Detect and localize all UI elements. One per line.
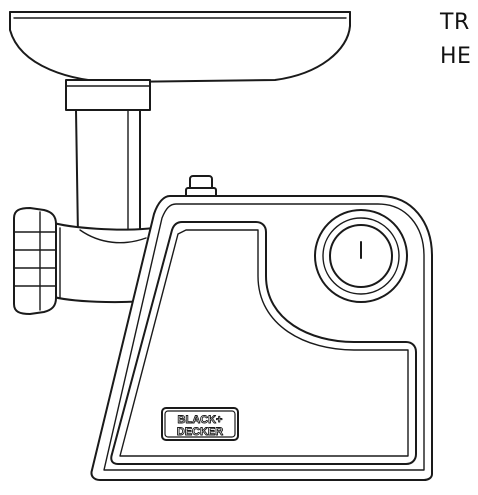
brand-logo: BLACK+ DECKER bbox=[161, 407, 239, 441]
cropped-side-text: TR HE bbox=[440, 6, 471, 74]
top-release-button bbox=[185, 175, 217, 199]
logo-text-top: BLACK+ bbox=[178, 414, 223, 426]
feed-tube bbox=[75, 109, 141, 245]
hopper-collar bbox=[65, 79, 151, 111]
locking-ring bbox=[13, 207, 57, 315]
front-panel bbox=[110, 221, 417, 465]
power-dial bbox=[314, 209, 408, 303]
hopper-tray bbox=[9, 11, 351, 83]
side-text-line-1: TR bbox=[440, 10, 470, 35]
side-text-line-2: HE bbox=[440, 44, 472, 69]
logo-text-bottom: DECKER bbox=[177, 426, 224, 438]
